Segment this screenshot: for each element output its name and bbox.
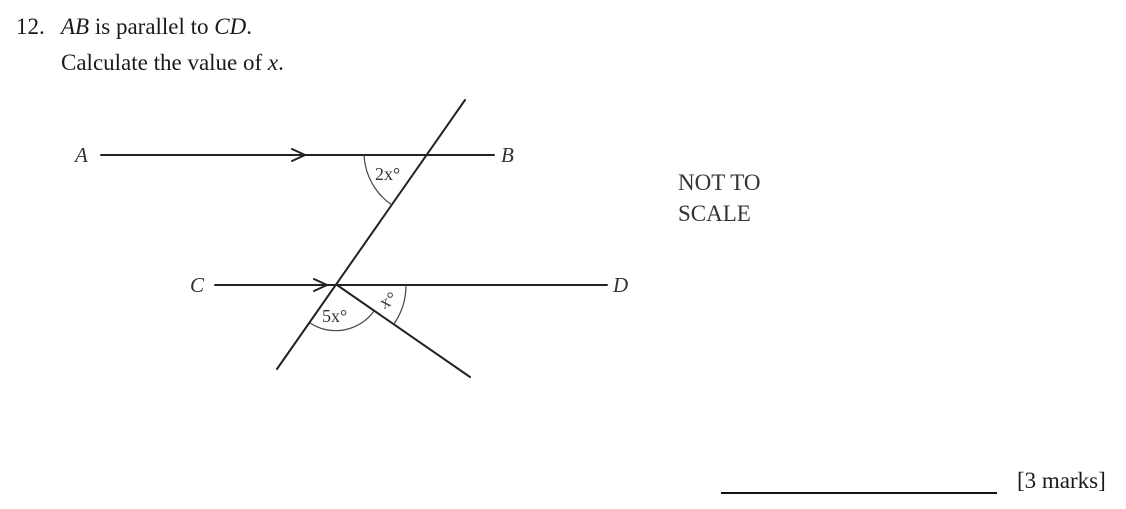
statement-period: . (246, 14, 252, 39)
instruction-period: . (278, 50, 284, 75)
question-instruction: Calculate the value of x. (61, 50, 284, 76)
third-line (336, 284, 471, 378)
transversal-line (276, 99, 466, 370)
parallel-arrow-ab (291, 148, 308, 162)
parallel-arrow-cd (313, 278, 330, 292)
angle-label-x: x° (376, 287, 400, 312)
label-c: C (190, 273, 205, 297)
instruction-text: Calculate the value of (61, 50, 268, 75)
label-a: A (73, 143, 88, 167)
angle-label-2x: 2x° (375, 164, 400, 184)
angle-arc-5x (309, 310, 375, 332)
segment-cd: CD (214, 14, 247, 39)
label-b: B (501, 143, 514, 167)
variable-x: x (267, 50, 279, 75)
statement-text: is parallel to (89, 14, 215, 39)
segment-ab: AB (61, 14, 90, 39)
angle-arc-x (393, 284, 407, 325)
question-statement: AB is parallel to CD. (61, 14, 252, 40)
marks-label: [3 marks] (1017, 468, 1106, 493)
question-number: 12. (16, 14, 45, 39)
note-line-1: NOT TO (678, 170, 761, 195)
not-to-scale-note: NOT TO SCALE (678, 167, 760, 229)
note-line-2: SCALE (678, 201, 751, 226)
angle-label-5x: 5x° (322, 306, 347, 326)
label-d: D (612, 273, 628, 297)
answer-line[interactable] (721, 492, 997, 494)
angle-arc-2x (363, 154, 393, 206)
